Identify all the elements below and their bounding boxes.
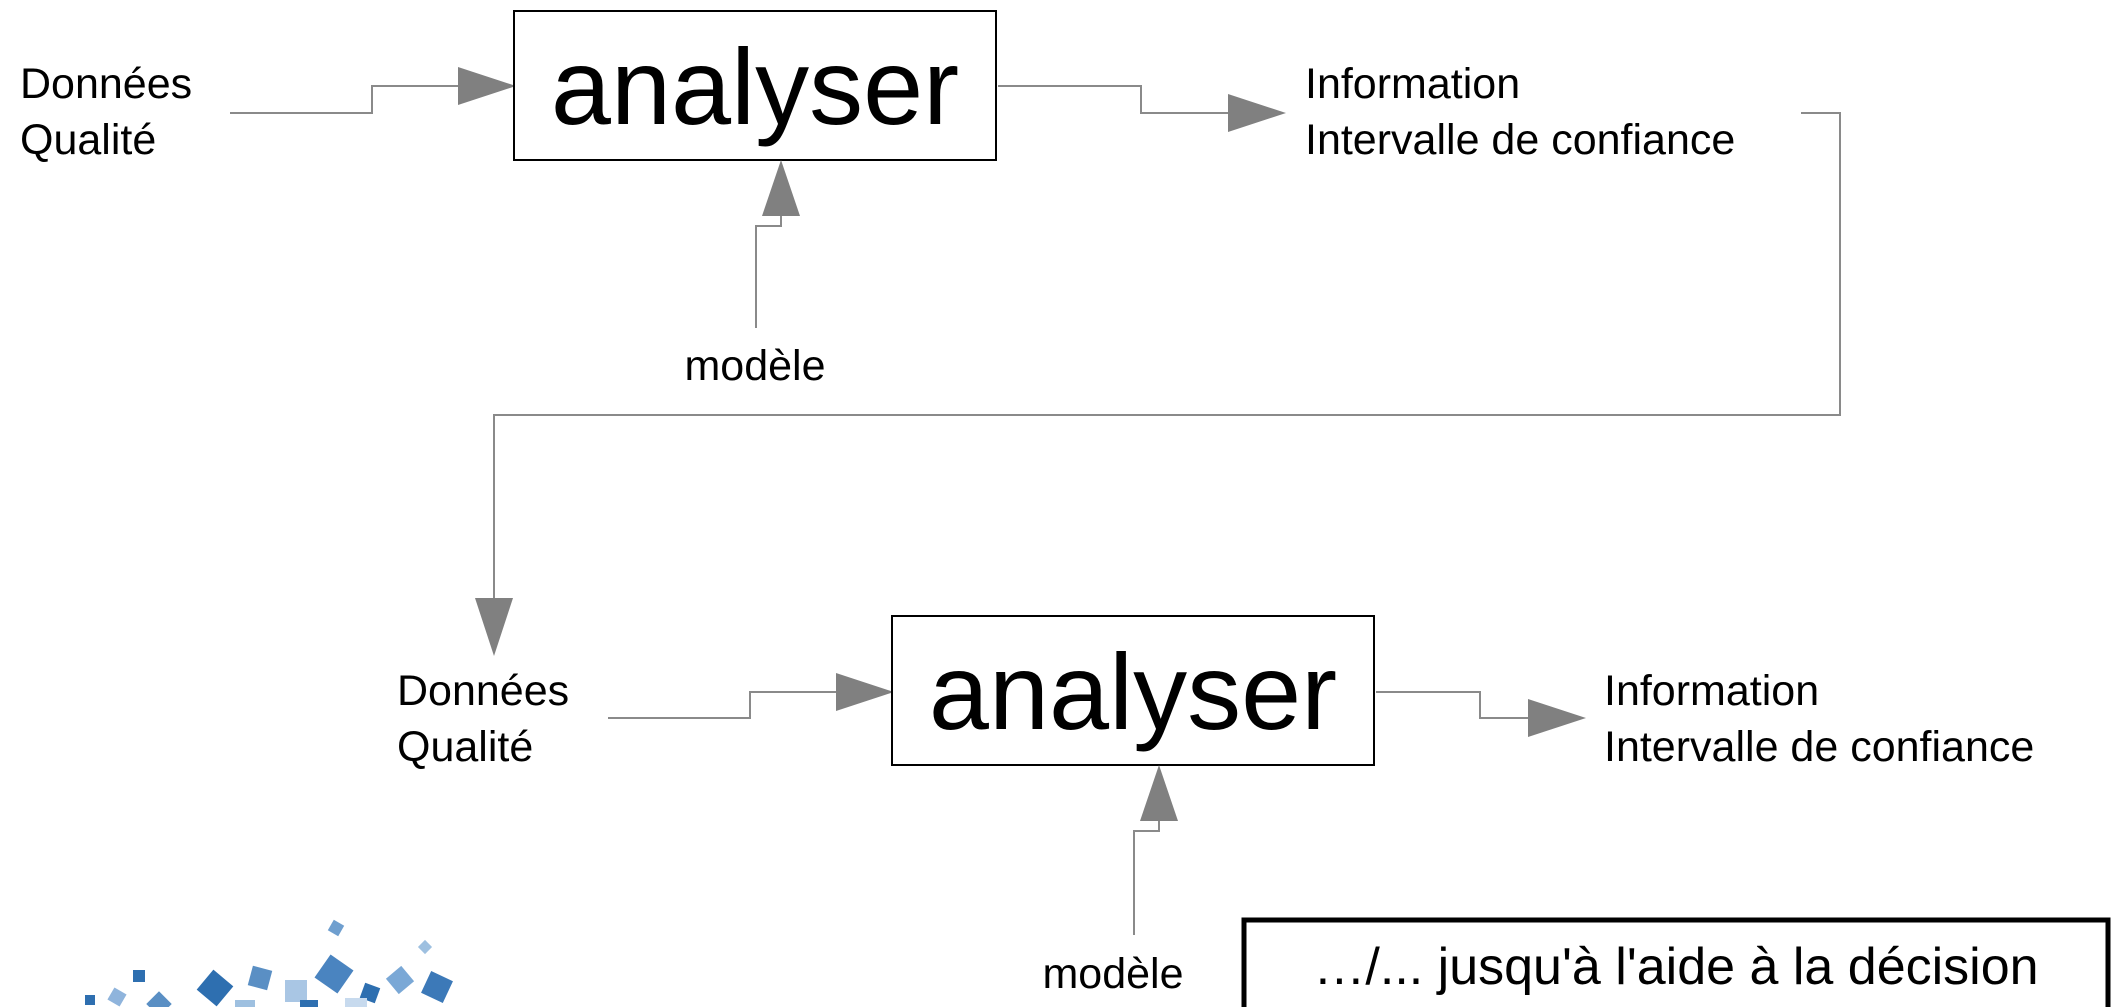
stage1-model-label: modèle	[684, 342, 825, 390]
stage2-output-arrowhead	[1528, 699, 1586, 737]
stage1-model-arrowhead	[762, 160, 800, 216]
stage2-input-connector	[608, 691, 836, 719]
feedback-arrowhead	[475, 598, 513, 656]
stage1-analyser-box	[513, 10, 997, 161]
stage1-output-connector	[998, 85, 1230, 114]
stage2-analyser-label: analyser	[929, 631, 1337, 752]
stage-2: Données Qualité analyser modèle Informat…	[397, 615, 2034, 998]
continuation-label: …/... jusqu'à l'aide à la décision	[1313, 938, 2038, 996]
stage2-model-label: modèle	[1042, 950, 1183, 998]
stage1-output-information: Information	[1305, 60, 1520, 108]
stage2-output-intervalle: Intervalle de confiance	[1604, 723, 2034, 771]
stage1-output-arrowhead	[1228, 94, 1286, 132]
stage1-output-intervalle: Intervalle de confiance	[1305, 116, 1735, 164]
stage2-model-arrowhead	[1140, 765, 1178, 821]
stage2-input-donnees: Données	[397, 667, 569, 715]
stage2-input-qualite: Qualité	[397, 723, 533, 771]
stage2-output-information: Information	[1604, 667, 1819, 715]
feedback-connector	[493, 112, 1841, 618]
stage2-input-arrowhead	[836, 673, 894, 711]
stage-1: Données Qualité analyser modèle Informat…	[20, 10, 1735, 390]
stage1-input-connector	[230, 85, 458, 114]
stage1-analyser-label: analyser	[551, 26, 959, 147]
stage1-model-connector	[755, 215, 782, 328]
stage2-analyser-box	[891, 615, 1375, 766]
stage2-output-connector	[1376, 691, 1530, 719]
stage1-input-arrowhead	[458, 67, 516, 105]
scattered-squares-logo-icon	[85, 919, 453, 1007]
continuation-box	[1241, 917, 2111, 1007]
stage1-input-qualite: Qualité	[20, 116, 156, 164]
continuation-callout: …/... jusqu'à l'aide à la décision	[1241, 917, 2111, 1007]
stage1-input-donnees: Données	[20, 60, 192, 108]
stage2-model-connector	[1133, 820, 1160, 935]
